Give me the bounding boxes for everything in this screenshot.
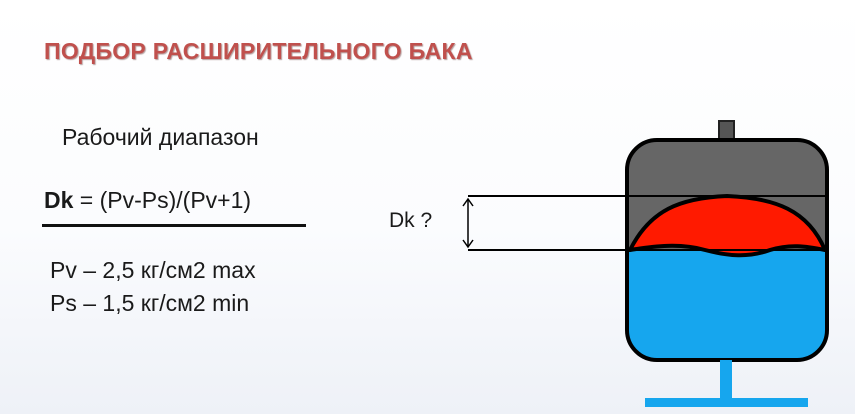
- tank-water-chamber: [627, 250, 827, 360]
- formula-underline: [42, 224, 306, 227]
- dk-arrow-down-icon: [462, 239, 474, 249]
- param-ps: Ps – 1,5 кг/см2 min: [50, 290, 250, 316]
- slide-title: ПОДБОР РАСШИРИТЕЛЬНОГО БАКА: [44, 38, 473, 64]
- formula: Dk = (Pv-Ps)/(Pv+1): [44, 187, 251, 214]
- formula-symbol: Dk: [44, 187, 74, 213]
- dk-label: Dk ?: [389, 209, 433, 232]
- formula-expression: = (Pv-Ps)/(Pv+1): [73, 187, 252, 213]
- param-pv: Pv – 2,5 кг/см2 max: [50, 257, 256, 283]
- dk-arrow-up-icon: [462, 197, 474, 207]
- working-range-label: Рабочий диапазон: [62, 124, 259, 150]
- tank-stand-pipe: [720, 360, 732, 400]
- tank-stand-base: [645, 398, 808, 407]
